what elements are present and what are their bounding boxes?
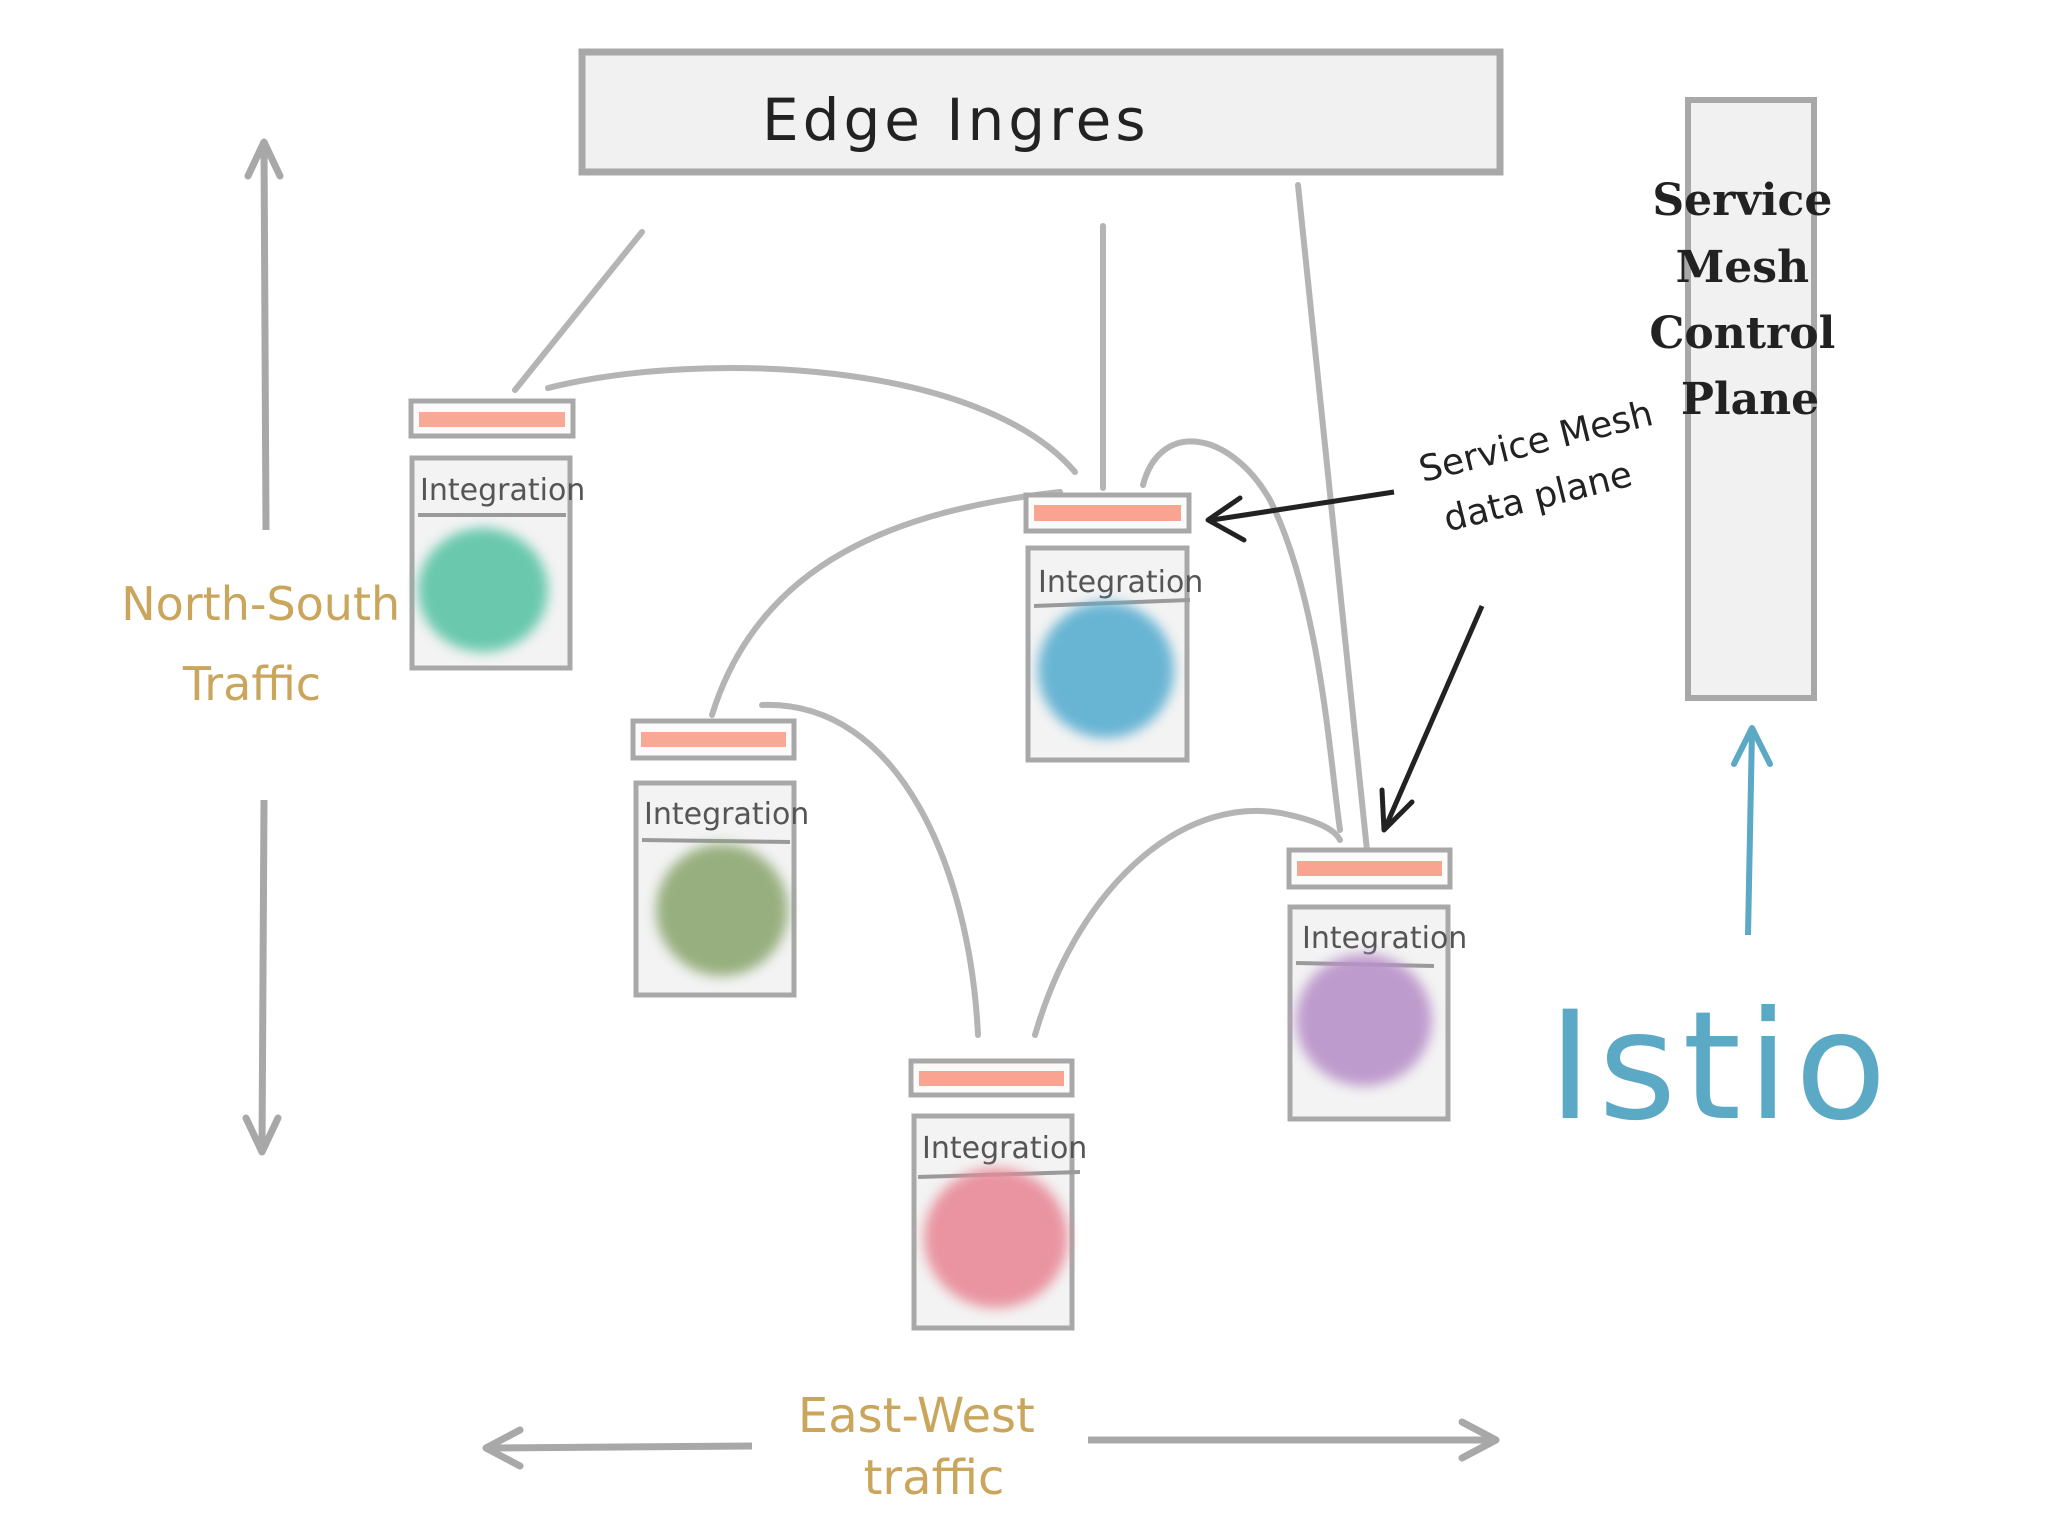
mesh-connections: [512, 182, 1371, 1038]
svg-text:Service Mesh data plane: Service Mesh data plane: [1415, 390, 1681, 543]
service-blob: [418, 528, 548, 652]
control-plane-line4: Plane: [1681, 374, 1819, 425]
control-plane-line2: Mesh: [1676, 242, 1809, 293]
istio-arrowhead: [1731, 725, 1773, 767]
south-down-arrowhead: [242, 1114, 282, 1156]
svg-text:East-West traffic: East-West traffic: [798, 1388, 1050, 1506]
pod-integration-blue: Integration: [1023, 492, 1203, 763]
control-plane-box: [1685, 97, 1817, 701]
edge-ingress-label: Edge Ingres: [762, 86, 1150, 154]
pod-integration-purple: Integration: [1286, 847, 1467, 1122]
pod-label: Integration: [1302, 921, 1467, 956]
east-west-line2: traffic: [864, 1450, 1005, 1506]
data-plane-arrow-upper: [1211, 489, 1395, 523]
control-plane-line1: Service: [1652, 175, 1832, 226]
connector-pod3-pod5: [759, 701, 981, 1038]
connector-pod2-pod4: [1140, 438, 1343, 833]
north-south-arrow-upper: [260, 144, 270, 531]
east-west-line1: East-West: [798, 1388, 1035, 1444]
data-plane-arrow-lower: [1383, 605, 1485, 827]
north-south-line1: North-South: [121, 577, 400, 631]
control-plane: Service Mesh Control Plane: [1649, 97, 1850, 701]
data-plane-arrowhead-lower: [1379, 787, 1415, 833]
svg-text:North-South Traffic: North-South Traffic: [121, 577, 415, 711]
north-south-arrow-lower: [258, 799, 268, 1151]
east-west-traffic: East-West traffic: [482, 1388, 1500, 1506]
edge-ingress: Edge Ingres: [578, 48, 1504, 176]
istio-label: Istio: [1548, 980, 1893, 1154]
connector-ingress-pod4: [1295, 182, 1371, 863]
edge-ingress-box: [578, 48, 1504, 176]
data-plane-arrowhead-upper: [1205, 495, 1247, 543]
service-blob: [924, 1168, 1068, 1308]
service-blob: [1038, 602, 1174, 738]
service-blob: [1296, 954, 1432, 1086]
pod-label: Integration: [644, 797, 809, 832]
istio-label-group: Istio: [1548, 725, 1893, 1154]
connector-ingress-pod1: [512, 229, 645, 393]
pod-label: Integration: [922, 1131, 1087, 1166]
service-blob: [656, 844, 788, 976]
north-south-traffic: North-South Traffic: [121, 138, 415, 1156]
pod-integration-green: Integration: [408, 398, 585, 671]
svg-text:Service Mesh Contr: Service Mesh Control Plane: [1649, 175, 1850, 425]
pod-label: Integration: [420, 473, 585, 508]
east-arrowhead: [1458, 1418, 1500, 1462]
pod-label: Integration: [1038, 565, 1203, 600]
connector-pod2-pod3: [709, 489, 1063, 718]
control-plane-line3: Control: [1649, 308, 1835, 359]
istio-arrow: [1745, 729, 1755, 936]
north-up-arrowhead: [244, 138, 284, 180]
pod-integration-pink: Integration: [908, 1058, 1087, 1331]
west-arrowhead: [482, 1426, 524, 1470]
pod-integration-olive: Integration: [630, 718, 809, 998]
connector-pod1-pod2: [545, 365, 1078, 475]
connector-pod4-pod5: [1032, 807, 1343, 1038]
north-south-line2: Traffic: [182, 657, 321, 711]
data-plane-annotation: Service Mesh data plane: [1205, 390, 1681, 833]
east-west-arrow-left: [489, 1442, 753, 1452]
